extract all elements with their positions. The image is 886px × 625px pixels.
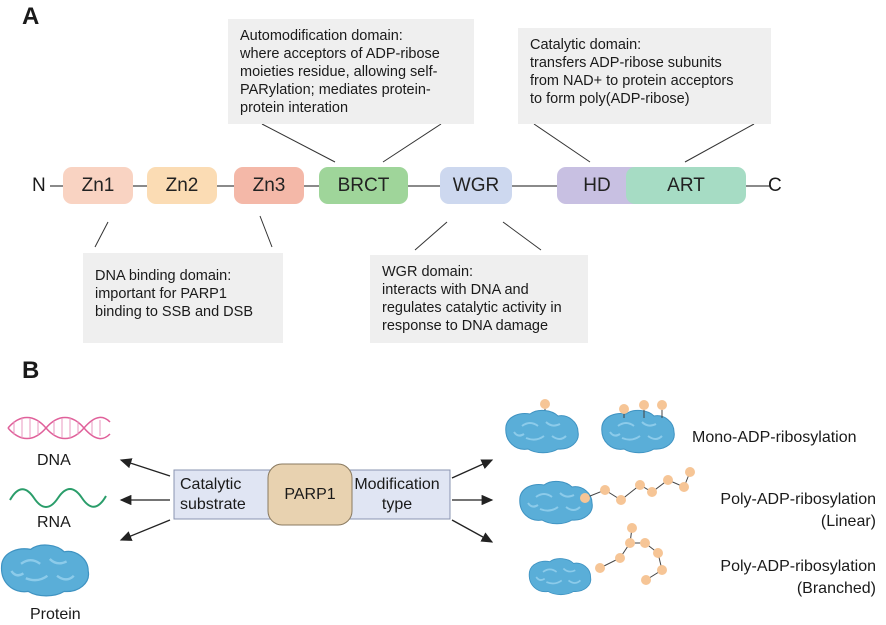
catalytic-substrate-box [173,469,277,520]
parp1-node [267,463,353,526]
domain-wgr: WGR [440,167,512,204]
rna-wave-icon [9,488,107,508]
domain-art: ART [626,167,746,204]
modification-type-label: Modification type [354,476,440,513]
poly-adp-branched-chain [528,523,667,596]
mono-adp-label: Mono-ADP-ribosylation [692,429,857,446]
protein-substrate-icon [0,543,90,598]
wgr-note: WGR domain: interacts with DNA and regul… [370,255,588,343]
arrow-to-dna [119,458,171,477]
domain-zn2: Zn2 [147,167,217,204]
callout-line [259,215,273,248]
n-terminus-label: N [32,175,46,196]
callout-line [533,123,591,163]
mono-adp-protein-1 [504,399,580,454]
dna-helix-icon [7,416,111,440]
callout-line [502,221,542,251]
domain-hd: HD [557,167,637,204]
poly-branched-label: Poly-ADP-ribosylation (Branched) [720,558,876,597]
dna-label: DNA [37,452,71,469]
domain-brct: BRCT [319,167,408,204]
callout-line [94,221,109,248]
callout-line [382,123,442,163]
callout-line [684,123,755,163]
poly-linear-label: Poly-ADP-ribosylation (Linear) [720,491,876,530]
protein-label: Protein [30,606,81,623]
catalytic-substrate-label: Catalytic substrate [180,476,246,513]
catalytic-note: Catalytic domain: transfers ADP-ribose s… [518,28,771,124]
arrow-to-protein [119,519,171,541]
domain-zn3: Zn3 [234,167,304,204]
parp1-label: PARP1 [284,486,336,503]
mono-adp-protein-2 [600,400,676,454]
poly-adp-linear-chain [518,467,695,525]
callout-line [414,221,448,251]
automodification-note: Automodification domain: where acceptors… [228,19,474,124]
panel-a-letter: A [22,3,40,30]
arrow-to-branched [451,519,494,543]
panel-b-letter: B [22,357,40,384]
arrow-to-mono [451,459,494,479]
dna-binding-note: DNA binding domain: important for PARP1 … [83,253,283,343]
rna-label: RNA [37,514,71,531]
callout-line [261,123,336,163]
c-terminus-label: C [768,175,782,196]
domain-zn1: Zn1 [63,167,133,204]
